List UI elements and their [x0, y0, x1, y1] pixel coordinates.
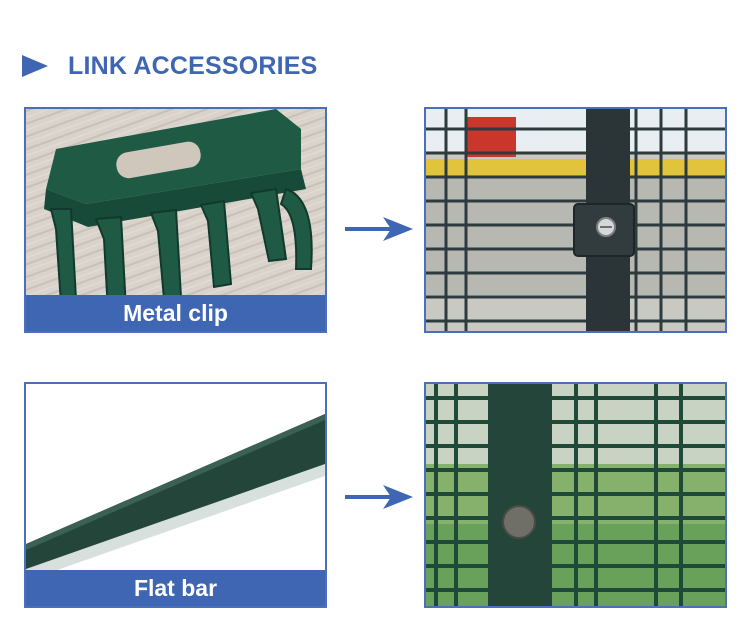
metal-clip-fence-image — [426, 109, 725, 331]
flat-bar-caption: Flat bar — [26, 570, 325, 606]
arrow-right-icon — [345, 485, 413, 509]
metal-clip-installed-photo — [424, 107, 727, 333]
flat-bar-fence-image — [426, 384, 725, 606]
section-title: LINK ACCESSORIES — [68, 51, 318, 80]
metal-clip-photo: Metal clip — [24, 107, 327, 333]
section-header: LINK ACCESSORIES — [22, 48, 318, 84]
flat-bar-installed-photo — [424, 382, 727, 608]
flat-bar-image — [26, 384, 325, 606]
triangle-bullet-icon — [22, 55, 48, 77]
metal-clip-caption: Metal clip — [26, 295, 325, 331]
metal-clip-image — [26, 109, 325, 331]
arrow-right-icon — [345, 217, 413, 241]
flat-bar-photo: Flat bar — [24, 382, 327, 608]
